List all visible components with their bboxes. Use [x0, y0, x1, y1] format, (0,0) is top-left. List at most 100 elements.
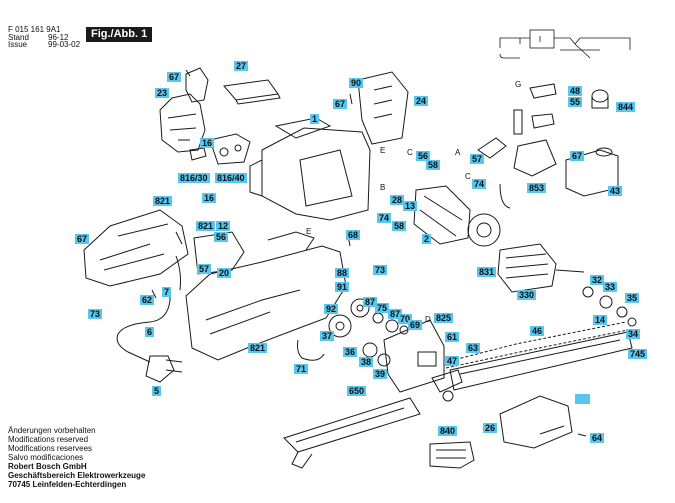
part-label: 48 — [568, 86, 583, 96]
part-label: 24 — [414, 96, 429, 106]
part-label: 70 — [398, 314, 413, 324]
part-label: 23 — [155, 88, 170, 98]
fan-831 — [467, 213, 501, 247]
part-label: 46 — [530, 326, 545, 336]
part-label: 67 — [167, 72, 182, 82]
part-label: 87 — [388, 309, 403, 319]
part-label: 32 — [590, 275, 605, 285]
housing-24 — [357, 71, 409, 145]
part-label: 67 — [333, 99, 348, 109]
part-label: 330 — [517, 290, 537, 300]
bearing-parts — [582, 286, 637, 327]
cover-27 — [223, 79, 281, 105]
pump-parts — [477, 83, 557, 159]
footer-notes: Änderungen vorbehalten Modifications res… — [8, 426, 145, 489]
part-label: 61 — [445, 332, 460, 342]
part-label: 821 — [153, 196, 173, 206]
ref-letter: A — [455, 148, 461, 157]
ref-letter: D — [425, 315, 431, 324]
part-label: 43 — [608, 186, 623, 196]
part-label: 16 — [200, 138, 215, 148]
footer-line: Salvo modificaciones — [8, 453, 84, 462]
part-label: 71 — [294, 364, 309, 374]
part-label: 821 — [196, 221, 216, 231]
ref-letter: C — [465, 172, 471, 181]
stator-2 — [413, 185, 471, 245]
part-label: 90 — [349, 78, 364, 88]
part-label: 68 — [346, 230, 361, 240]
housing-821-center — [185, 231, 347, 361]
part-label: 87 — [363, 297, 378, 307]
issue-value: 99-03-02 — [48, 40, 81, 49]
part-label: 55 — [568, 97, 583, 107]
part-label: 6 — [145, 327, 155, 337]
part-label: 38 — [359, 357, 374, 367]
part-label: 20 — [217, 268, 232, 278]
housing-half-821 — [83, 209, 189, 287]
pump-853 — [499, 139, 557, 209]
part-label: 821 — [248, 343, 268, 353]
part-label: 26 — [483, 423, 498, 433]
document-number: F 015 161 9A1 — [8, 25, 61, 34]
stand-label: Stand — [8, 33, 29, 42]
handle-housing — [159, 67, 209, 153]
part-label: 57 — [197, 264, 212, 274]
part-label: 27 — [234, 61, 249, 71]
chain-46 — [445, 321, 629, 369]
part-label: 816/40 — [215, 173, 247, 183]
ref-letter: E — [306, 227, 312, 236]
part-label: 73 — [88, 309, 103, 319]
ref-letter: C — [407, 148, 413, 157]
part-label: 47 — [445, 356, 460, 366]
part-label: 92 — [324, 304, 339, 314]
part-label: 14 — [593, 315, 608, 325]
part-label: 33 — [603, 282, 618, 292]
part-label: 36 — [343, 347, 358, 357]
wiring-schematic — [499, 29, 631, 59]
part-label: 88 — [335, 268, 350, 278]
footer-line: Änderungen vorbehalten — [8, 426, 96, 435]
power-cord-6 — [116, 299, 183, 383]
part-label: 13 — [403, 201, 418, 211]
part-label: 35 — [625, 293, 640, 303]
cable-71 — [297, 339, 325, 361]
footer-line: Modifications reserved — [8, 435, 89, 444]
screws — [151, 69, 587, 437]
chain-cover-26 — [499, 395, 573, 449]
cap-844 — [591, 89, 609, 109]
armature-330 — [497, 243, 585, 293]
part-label: 7 — [162, 287, 172, 297]
ref-letter: B — [380, 183, 386, 192]
part-label: 75 — [375, 303, 390, 313]
part-label: 12 — [216, 221, 231, 231]
part-label: 16 — [202, 193, 217, 203]
bar-cover-840 — [429, 441, 475, 469]
part-label: 69 — [408, 320, 423, 330]
part-label: 745 — [628, 349, 648, 359]
part-label: 1 — [310, 114, 320, 124]
part-label: 58 — [392, 221, 407, 231]
issue-label: Issue — [8, 40, 28, 49]
guide-bar-745 — [449, 331, 633, 391]
part-label: 34 — [626, 329, 641, 339]
part-label: 62 — [140, 295, 155, 305]
ref-letter: G — [515, 80, 522, 89]
part-label: 39 — [373, 369, 388, 379]
part-label: 831 — [477, 267, 497, 277]
stand-value: 96-12 — [48, 33, 69, 42]
part-label: 825 — [434, 313, 454, 323]
part-label: 56 — [214, 232, 229, 242]
company-name: Robert Bosch GmbH — [8, 462, 87, 471]
part-label: 28 — [390, 195, 405, 205]
part-label: 650 — [347, 386, 367, 396]
part-label: 67 — [570, 151, 585, 161]
part-label: 37 — [320, 331, 335, 341]
part-label: 56 — [416, 151, 431, 161]
part-label: 5 — [152, 386, 162, 396]
part-label: 63 — [466, 343, 481, 353]
plate-825 — [383, 319, 445, 393]
part-label: 853 — [527, 183, 547, 193]
part-label: 840 — [438, 426, 458, 436]
part-label: 67 — [75, 234, 90, 244]
